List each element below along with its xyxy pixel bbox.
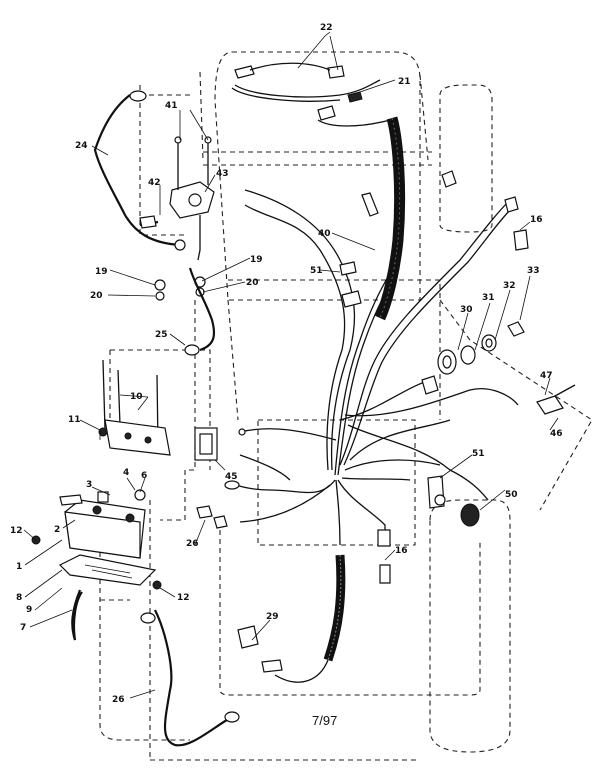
callout-16-top: 16 xyxy=(530,215,543,225)
callout-33: 33 xyxy=(527,266,540,276)
callout-45: 45 xyxy=(225,472,238,482)
callout-22: 22 xyxy=(320,23,333,33)
callout-9: 9 xyxy=(26,605,32,615)
callout-10: 10 xyxy=(130,392,143,402)
callout-31: 31 xyxy=(482,293,495,303)
callout-labels: 22 21 24 41 42 43 40 16 51 19 20 19 20 2… xyxy=(10,23,563,705)
callout-51-bottom: 51 xyxy=(472,449,485,459)
headlight-harness xyxy=(231,62,391,127)
callout-30: 30 xyxy=(460,305,473,315)
callout-24: 24 xyxy=(75,141,88,151)
leader-lines xyxy=(23,31,559,699)
callout-21: 21 xyxy=(398,77,411,87)
callout-16-bottom: 16 xyxy=(395,546,408,556)
battery-assembly xyxy=(31,359,240,747)
callout-7: 7 xyxy=(20,623,26,633)
callout-26-bottom: 26 xyxy=(112,695,125,705)
callout-8: 8 xyxy=(16,593,22,603)
main-wiring-harness xyxy=(227,189,519,546)
diagram-code: 7/97 xyxy=(312,713,337,728)
callout-47: 47 xyxy=(540,371,553,381)
tractor-outline xyxy=(99,51,593,761)
callout-25: 25 xyxy=(155,330,168,340)
callout-2: 2 xyxy=(54,525,60,535)
callout-19-left: 19 xyxy=(95,267,108,277)
callout-26-mid: 26 xyxy=(186,539,199,549)
callout-20-right: 20 xyxy=(246,278,259,288)
conduit-loom xyxy=(374,116,406,321)
callout-51-top: 51 xyxy=(310,266,323,276)
callout-46: 46 xyxy=(550,429,563,439)
callout-12-right: 12 xyxy=(177,593,190,603)
callout-12-left: 12 xyxy=(10,526,23,536)
callout-19-right: 19 xyxy=(250,255,263,265)
callout-6: 6 xyxy=(141,471,147,481)
callout-41: 41 xyxy=(165,101,178,111)
callout-20-left: 20 xyxy=(90,291,103,301)
callout-32: 32 xyxy=(503,281,516,291)
callout-3: 3 xyxy=(86,480,92,490)
callout-11: 11 xyxy=(68,415,81,425)
callout-42: 42 xyxy=(148,178,161,188)
callout-50: 50 xyxy=(505,490,518,500)
callout-4: 4 xyxy=(123,468,129,478)
callout-29: 29 xyxy=(266,612,279,622)
spiral-conduit xyxy=(274,554,346,683)
components xyxy=(194,170,576,673)
callout-1: 1 xyxy=(16,562,22,572)
callout-40: 40 xyxy=(318,229,331,239)
starter-cable-assembly xyxy=(93,90,216,356)
callout-43: 43 xyxy=(216,169,229,179)
